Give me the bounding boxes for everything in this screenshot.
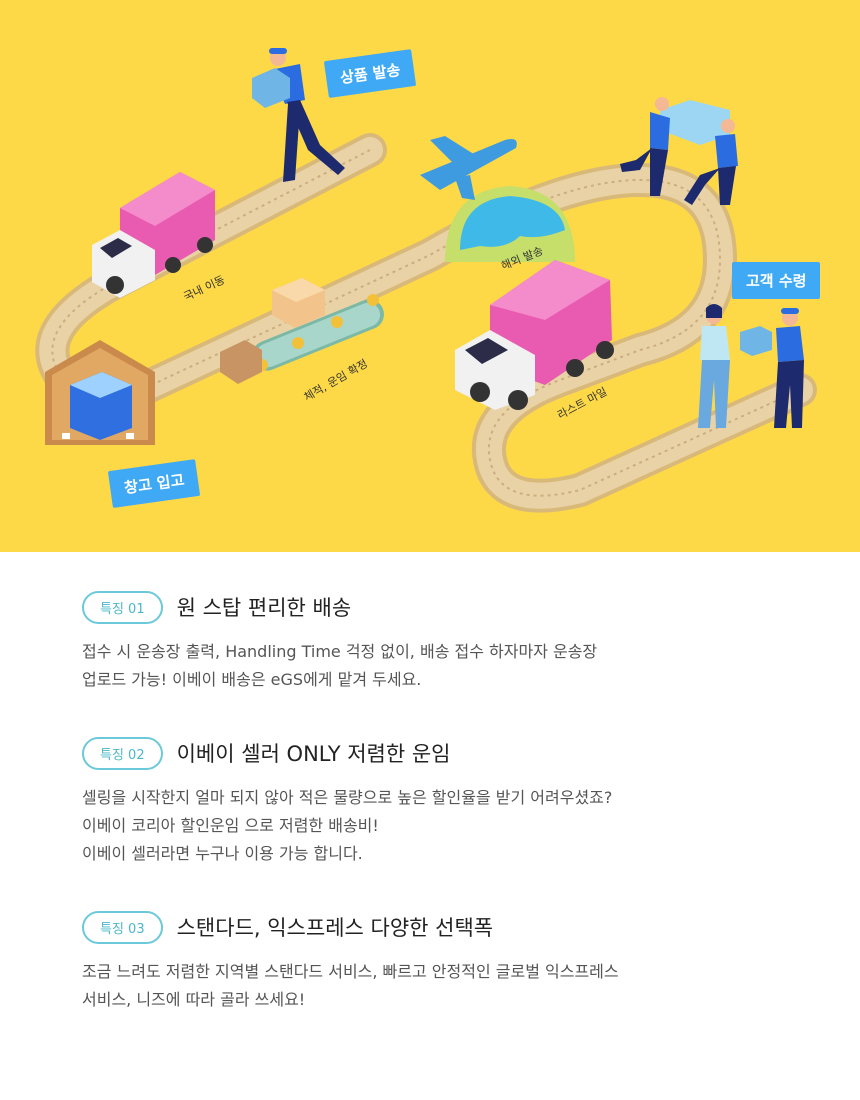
movers-icon	[620, 97, 738, 205]
customer-handover-icon	[698, 304, 804, 428]
feature-badge: 특징 01	[82, 590, 163, 624]
description-line: 이베이 셀러라면 누구나 이용 가능 합니다.	[82, 844, 363, 863]
feature-badge: 특징 02	[82, 736, 163, 770]
features-section: 특징 01 원 스탑 편리한 배송 접수 시 운송장 출력, Handling …	[0, 552, 860, 1014]
feature-description: 접수 시 운송장 출력, Handling Time 걱정 없이, 배송 접수 …	[82, 638, 860, 694]
feature-title: 스탠다드, 익스프레스 다양한 선택폭	[176, 916, 494, 940]
feature-item-3: 특징 03 스탠다드, 익스프레스 다양한 선택폭 조금 느려도 저렴한 지역별…	[82, 910, 860, 1014]
courier-person-icon	[252, 48, 345, 182]
delivery-route-illustration	[35, 48, 817, 513]
truck-icon-top	[92, 172, 215, 298]
hero-illustration: 상품 발송 창고 입고 고객 수령 국내 이동 해외 발송 체적, 운임 확정 …	[0, 0, 860, 552]
feature-description: 조금 느려도 저렴한 지역별 스탠다드 서비스, 빠르고 안정적인 글로벌 익스…	[82, 958, 860, 1014]
feature-item-1: 특징 01 원 스탑 편리한 배송 접수 시 운송장 출력, Handling …	[82, 590, 860, 694]
truck-icon-bottom	[455, 260, 614, 410]
description-line: 서비스, 니즈에 따라 골라 쓰세요!	[82, 990, 306, 1009]
description-line: 이베이 코리아 할인운임 으로 저렴한 배송비!	[82, 816, 379, 835]
feature-description: 셀링을 시작한지 얼마 되지 않아 적은 물량으로 높은 할인율을 받기 어려우…	[82, 784, 860, 868]
feature-title: 원 스탑 편리한 배송	[176, 596, 352, 620]
bubble-customer-receive: 고객 수령	[732, 262, 821, 299]
feature-item-2: 특징 02 이베이 셀러 ONLY 저렴한 운임 셀링을 시작한지 얼마 되지 …	[82, 736, 860, 868]
warehouse-icon	[45, 340, 155, 445]
description-line: 업로드 가능! 이베이 배송은 eGS에게 맡겨 두세요.	[82, 670, 422, 689]
conveyor-belt	[252, 294, 384, 371]
airplane-icon	[420, 136, 517, 200]
description-line: 셀링을 시작한지 얼마 되지 않아 적은 물량으로 높은 할인율을 받기 어려우…	[82, 788, 613, 807]
feature-badge: 특징 03	[82, 910, 163, 944]
feature-title: 이베이 셀러 ONLY 저렴한 운임	[176, 742, 451, 766]
globe-icon	[445, 186, 575, 262]
parcel-box-icon	[220, 278, 325, 384]
description-line: 접수 시 운송장 출력, Handling Time 걱정 없이, 배송 접수 …	[82, 642, 598, 661]
description-line: 조금 느려도 저렴한 지역별 스탠다드 서비스, 빠르고 안정적인 글로벌 익스…	[82, 962, 619, 981]
